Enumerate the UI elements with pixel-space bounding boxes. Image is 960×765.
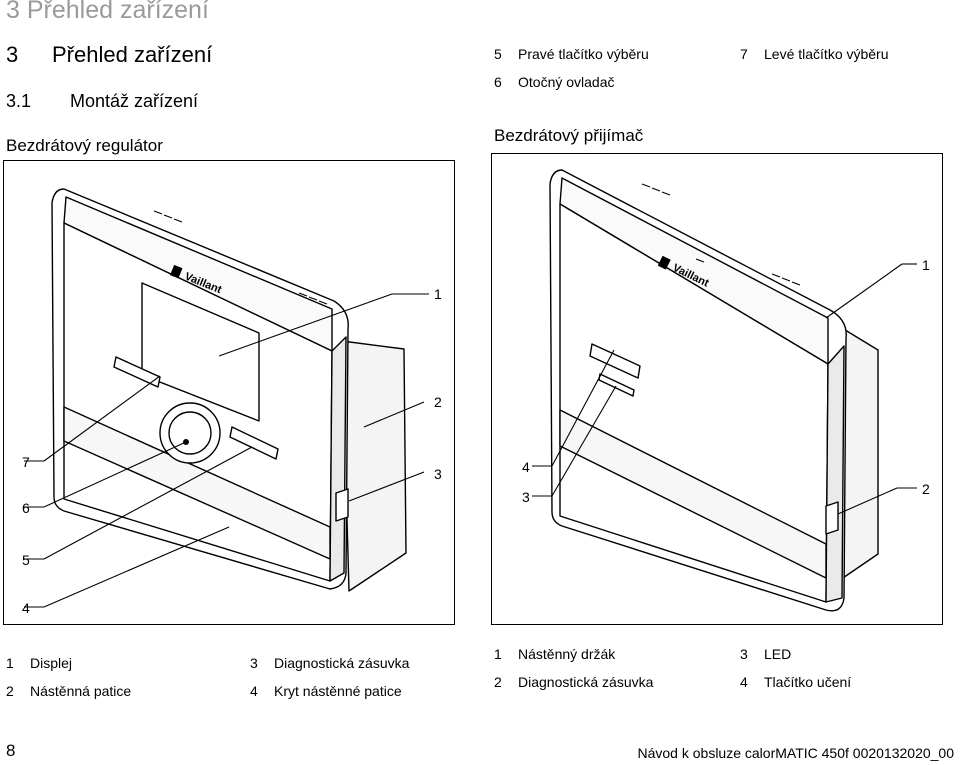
callout-line-5 — [43, 446, 253, 560]
callout-1: 1 — [922, 257, 930, 273]
right-figure-caption: Bezdrátový přijímač — [494, 126, 644, 145]
chapter-number: 3 — [6, 42, 19, 67]
callout-3: 3 — [434, 466, 442, 482]
receiver-illustration: Vaillant 1 4 2 3 — [522, 169, 930, 612]
callout-4: 4 — [22, 600, 30, 616]
callout-2: 2 — [434, 394, 442, 410]
callout-5: 5 — [22, 552, 30, 568]
callout-2: 2 — [922, 481, 930, 497]
callout-line-1 — [825, 263, 903, 319]
page-number: 8 — [6, 741, 16, 760]
callout-line-2 — [363, 401, 425, 428]
callout-3: 3 — [522, 489, 530, 505]
left-figure-caption: Bezdrátový regulátor — [6, 136, 163, 155]
callout-line-2 — [837, 487, 898, 515]
callout-line-4 — [551, 349, 615, 467]
callout-line-7 — [43, 375, 161, 462]
chapter-heading: 3 Přehled zařízení — [6, 42, 212, 68]
section-title: Montáž zařízení — [70, 91, 199, 111]
left-figure: Vaillant 1 2 7 3 6 5 4 — [3, 160, 455, 625]
callout-line-3 — [551, 385, 617, 497]
chapter-title: Přehled zařízení — [52, 42, 213, 67]
callout-line-6 — [43, 441, 187, 508]
callout-7: 7 — [22, 454, 30, 470]
callout-6: 6 — [22, 500, 30, 516]
controller-illustration: Vaillant 1 2 7 3 6 5 4 — [22, 188, 442, 616]
footer-text: Návod k obsluze calorMATIC 450f 00201320… — [637, 745, 955, 761]
section-heading: 3.1 Montáž zařízení — [6, 91, 198, 112]
callout-line-1 — [218, 293, 393, 357]
callout-4: 4 — [522, 459, 530, 475]
running-head: 3 Přehled zařízení — [6, 0, 209, 24]
right-figure: Vaillant 1 4 2 3 — [491, 153, 943, 625]
callout-1: 1 — [434, 286, 442, 302]
callout-line-4 — [43, 526, 230, 608]
section-number: 3.1 — [6, 91, 32, 111]
callout-line-3 — [348, 471, 425, 502]
